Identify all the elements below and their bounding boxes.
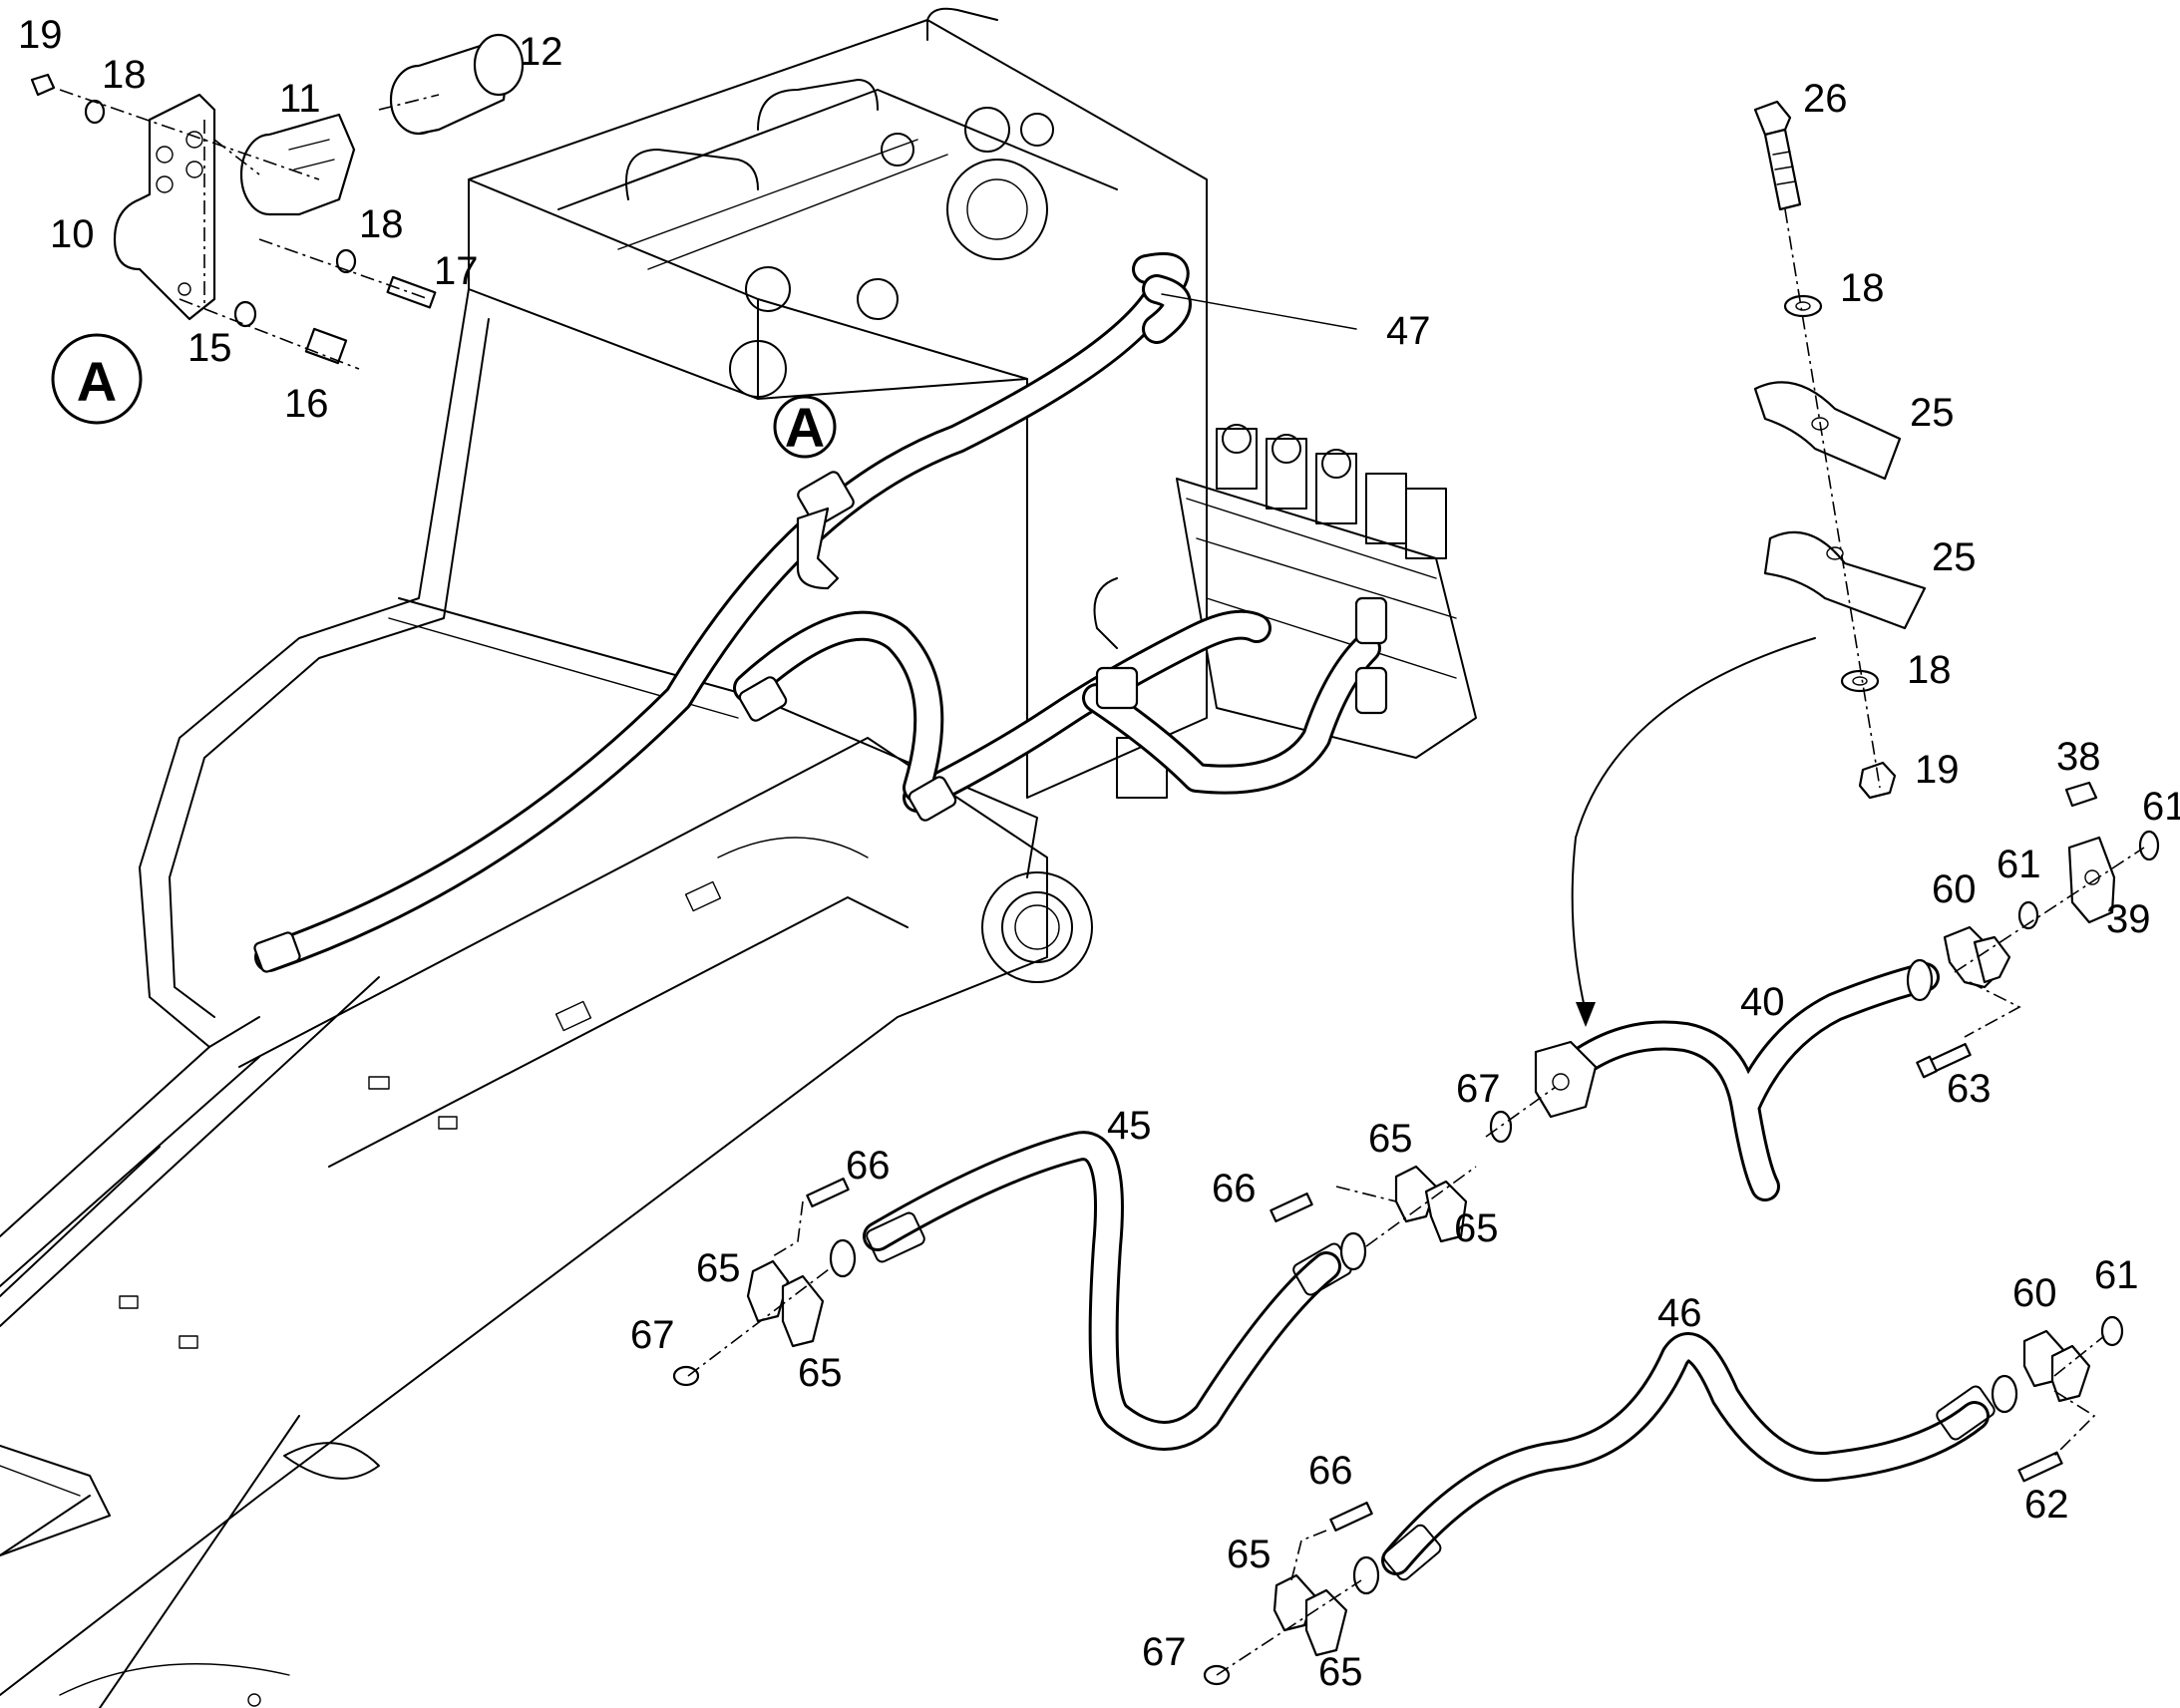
- label-25: 25: [1932, 535, 1977, 579]
- label-18: 18: [359, 202, 404, 246]
- label-46: 46: [1657, 1291, 1702, 1335]
- leader-47: [1161, 293, 1357, 330]
- label-60: 60: [1932, 867, 1977, 911]
- label-18: 18: [1840, 266, 1885, 310]
- label-65: 65: [1318, 1650, 1363, 1694]
- label-19: 19: [18, 13, 63, 57]
- label-25: 25: [1910, 391, 1955, 435]
- detail-marker-a: A: [773, 395, 837, 459]
- label-15: 15: [187, 326, 232, 370]
- label-16: 16: [284, 382, 329, 426]
- label-39: 39: [2106, 897, 2151, 941]
- clamp-stack: [1571, 100, 1927, 1027]
- label-66: 66: [1308, 1449, 1353, 1493]
- svg-text:A: A: [77, 350, 117, 413]
- label-65: 65: [1227, 1533, 1272, 1576]
- hose-45-assembly: [672, 1131, 1477, 1451]
- label-19: 19: [1915, 748, 1960, 792]
- label-40: 40: [1740, 980, 1785, 1024]
- label-18: 18: [102, 53, 147, 97]
- label-45: 45: [1107, 1104, 1152, 1148]
- installed-hose-lower: [733, 609, 1381, 813]
- label-38: 38: [2056, 735, 2101, 779]
- label-17: 17: [434, 249, 479, 293]
- label-66: 66: [1212, 1167, 1257, 1210]
- part-labels: 19 18 11 12 10 18 17 15 16 26 18 25 25 1…: [18, 13, 2180, 1694]
- label-65: 65: [696, 1246, 741, 1290]
- detail-view-a: A: [30, 33, 525, 425]
- tube-40-assembly: [1485, 781, 2160, 1201]
- label-67: 67: [630, 1313, 675, 1357]
- label-61: 61: [2094, 1253, 2139, 1297]
- label-61: 61: [2142, 785, 2180, 829]
- label-10: 10: [50, 212, 95, 256]
- hose-clamps: [253, 471, 1388, 973]
- label-65: 65: [1368, 1117, 1413, 1161]
- label-11: 11: [279, 77, 321, 121]
- label-63: 63: [1947, 1067, 1992, 1111]
- label-26: 26: [1803, 77, 1848, 121]
- label-65: 65: [1454, 1206, 1499, 1250]
- label-18: 18: [1907, 648, 1952, 692]
- machine-frame: [0, 7, 1208, 1708]
- label-47: 47: [1386, 309, 1431, 353]
- hose-46-assembly: [1203, 1315, 2124, 1686]
- label-61: 61: [1997, 843, 2041, 886]
- control-valve-block: [1093, 424, 1477, 799]
- svg-text:A: A: [785, 396, 825, 459]
- label-66: 66: [846, 1144, 891, 1188]
- label-65: 65: [798, 1351, 843, 1395]
- label-67: 67: [1142, 1630, 1187, 1674]
- label-62: 62: [2024, 1483, 2069, 1527]
- label-60: 60: [2012, 1271, 2057, 1315]
- label-67: 67: [1456, 1067, 1501, 1111]
- label-12: 12: [519, 30, 563, 74]
